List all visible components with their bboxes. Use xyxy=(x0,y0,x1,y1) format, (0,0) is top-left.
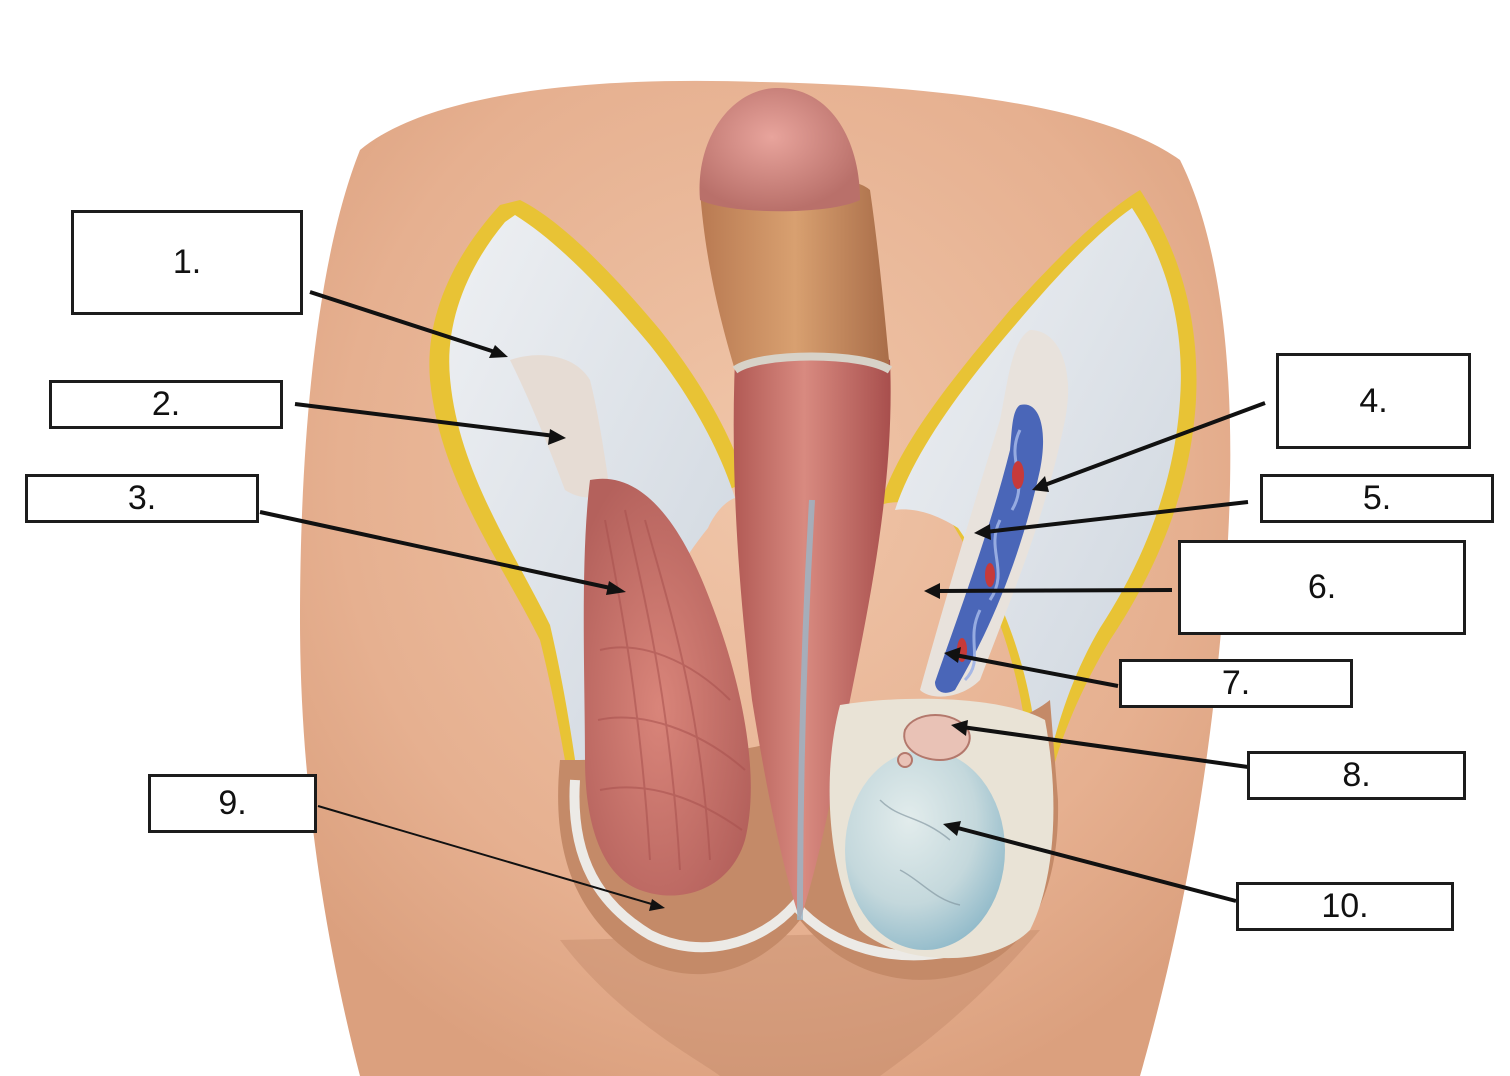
label-text-10: 10. xyxy=(1321,887,1369,925)
glans xyxy=(699,87,860,212)
label-box-5[interactable]: 5. xyxy=(1260,474,1494,523)
label-box-10[interactable]: 10. xyxy=(1236,882,1454,931)
penis-skin xyxy=(700,175,890,370)
median-raphe xyxy=(797,499,815,921)
arrowhead-7 xyxy=(944,647,961,663)
testis-veins xyxy=(879,799,961,906)
left-cremaster-sac xyxy=(583,478,751,896)
arrowhead-3 xyxy=(606,581,626,595)
leader-line-8 xyxy=(961,725,1249,769)
leader-line-1 xyxy=(309,290,499,355)
label-text-7: 7. xyxy=(1221,664,1251,702)
label-text-6: 6. xyxy=(1307,568,1337,606)
leader-lines xyxy=(259,290,1266,906)
label-box-4[interactable]: 4. xyxy=(1276,353,1471,449)
label-text-3: 3. xyxy=(127,479,157,517)
arrowhead-1 xyxy=(489,345,508,358)
leader-line-4 xyxy=(1041,401,1266,488)
skin-edge xyxy=(732,352,893,374)
label-box-8[interactable]: 8. xyxy=(1247,751,1466,800)
label-text-5: 5. xyxy=(1362,479,1392,517)
label-box-2[interactable]: 2. xyxy=(49,380,283,429)
arrowhead-6 xyxy=(924,583,940,599)
label-text-2: 2. xyxy=(151,385,181,423)
arrowhead-8 xyxy=(951,720,968,736)
arrowhead-10 xyxy=(943,821,961,836)
appendix-testis xyxy=(897,752,913,768)
leader-line-9 xyxy=(317,805,656,906)
left-muscle-fibers xyxy=(597,509,746,871)
label-box-7[interactable]: 7. xyxy=(1119,659,1353,708)
leader-line-6 xyxy=(934,588,1173,593)
label-text-4: 4. xyxy=(1359,381,1388,420)
arrowhead-4 xyxy=(1032,476,1049,492)
label-text-1: 1. xyxy=(172,243,202,281)
arrowhead-5 xyxy=(974,524,991,540)
epididymis xyxy=(903,714,971,762)
plexus-red-vessels xyxy=(957,461,1024,662)
testis xyxy=(845,750,1005,950)
arrowhead-2 xyxy=(548,429,566,445)
label-box-9[interactable]: 9. xyxy=(148,774,317,833)
label-box-3[interactable]: 3. xyxy=(25,474,259,523)
penis-shaft xyxy=(733,348,891,920)
label-box-1[interactable]: 1. xyxy=(71,210,303,315)
left-cord xyxy=(510,355,610,498)
leader-line-2 xyxy=(294,402,556,438)
leader-line-3 xyxy=(259,510,616,591)
leader-line-7 xyxy=(954,653,1119,688)
arrowhead-9 xyxy=(649,899,665,911)
leader-line-10 xyxy=(953,825,1237,903)
leader-line-5 xyxy=(984,500,1249,534)
label-text-9: 9. xyxy=(218,784,247,822)
arrowheads xyxy=(489,345,1049,911)
label-box-6[interactable]: 6. xyxy=(1178,540,1466,635)
label-text-8: 8. xyxy=(1342,756,1371,794)
